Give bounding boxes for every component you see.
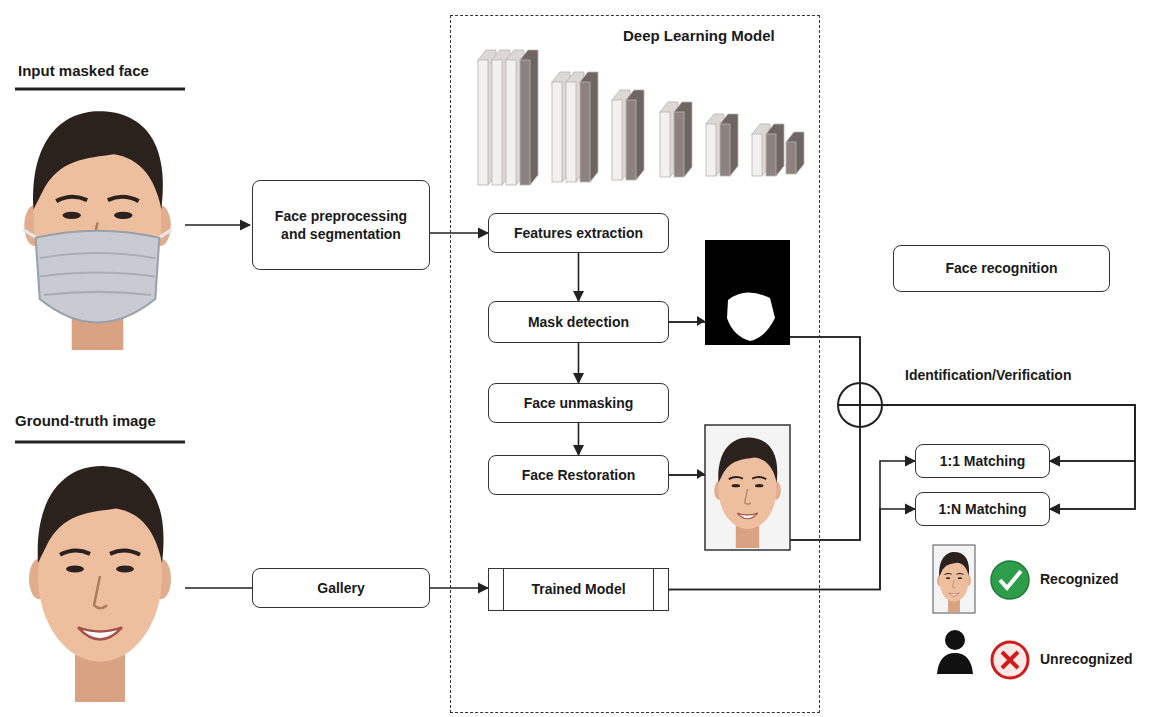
text-label: Identification/Verification — [905, 367, 1071, 383]
cnn-layers-part — [492, 60, 502, 185]
text-label: Recognized — [1040, 571, 1119, 587]
matching-box: 1:N Matching — [915, 492, 1050, 526]
cnn-layers-part — [752, 134, 762, 176]
restored-face-image-part — [714, 438, 781, 548]
mask-image-part — [727, 292, 775, 341]
cnn-layers-part — [478, 60, 488, 185]
box-label: Trained Model — [531, 580, 625, 598]
restored-face-image-part — [705, 425, 790, 550]
fusion-symbol-part — [838, 383, 882, 427]
check-icon-part — [991, 561, 1029, 599]
fusion-symbol — [838, 383, 882, 427]
cnn-layers-part — [674, 102, 692, 177]
connector-arrow — [578, 253, 580, 301]
text-label: Input masked face — [18, 62, 149, 79]
box-label: Face Restoration — [522, 466, 636, 484]
cnn-layers-part — [580, 72, 598, 182]
person-icon-part — [945, 630, 965, 650]
ground-truth-photo-part — [29, 466, 171, 702]
box-label: Face unmasking — [524, 394, 634, 412]
ground-truth-photo-part — [15, 441, 185, 444]
box-label: 1:N Matching — [939, 500, 1027, 518]
cnn-layers — [478, 50, 804, 185]
connector-arrow — [578, 423, 580, 455]
cnn-layers-part — [626, 90, 644, 180]
process-box: Mask detection — [488, 301, 669, 343]
box-label: Face preprocessing and segmentation — [263, 207, 419, 243]
ground-truth-photo-part — [78, 627, 122, 639]
cnn-layers-part — [720, 124, 730, 176]
box-label: Mask detection — [528, 313, 629, 331]
person-icon — [937, 630, 973, 674]
text-label: Unrecognized — [1040, 651, 1133, 667]
mask-image-part — [705, 240, 790, 345]
connector-arrow — [578, 343, 580, 383]
cnn-layers-part — [766, 124, 784, 176]
box-label: 1:1 Matching — [940, 452, 1026, 470]
connector-arrow — [430, 587, 488, 589]
region-title: Deep Learning Model — [623, 27, 775, 44]
connector-arrow — [430, 232, 488, 234]
cnn-layers-part — [506, 60, 516, 185]
mask-image — [697, 240, 790, 345]
masked-face-photo-part — [23, 230, 172, 323]
gallery-line — [185, 587, 252, 589]
person-icon-part — [937, 653, 973, 674]
recognized-thumbnail-part — [933, 545, 975, 613]
cnn-layers-part — [720, 114, 738, 176]
ground-truth-photo — [15, 442, 185, 702]
cross-icon-part — [1002, 652, 1018, 668]
cnn-layers-part — [786, 142, 796, 174]
cnn-layers-part — [612, 100, 622, 180]
restored-face-image-part — [737, 513, 758, 519]
text-label: Ground-truth image — [15, 412, 156, 429]
check-icon — [991, 561, 1029, 599]
cnn-layers-part — [674, 112, 684, 177]
model-region: Deep Learning ModelFeatures extractionMa… — [450, 15, 820, 713]
cross-icon — [992, 642, 1028, 678]
mask-image-part — [697, 316, 705, 326]
recognized-thumbnail-part — [937, 552, 971, 612]
fusion-symbol-part — [859, 383, 861, 427]
masked-face-photo-part — [15, 88, 185, 91]
process-box: Face Restoration — [488, 455, 669, 495]
cnn-layers-part — [786, 132, 804, 174]
cnn-layers-part — [520, 60, 530, 185]
restored-face-image — [697, 425, 790, 550]
box-label: Gallery — [317, 579, 364, 597]
masked-face-photo — [15, 89, 185, 350]
cnn-layers-part — [566, 82, 576, 182]
recognized-thumbnail-part — [949, 593, 959, 596]
cross-icon-part — [992, 642, 1028, 678]
gallery-box: Gallery — [252, 568, 430, 608]
cnn-layers-part — [766, 134, 776, 176]
process-box: Face preprocessing and segmentation — [252, 180, 430, 270]
cnn-layers-part — [706, 124, 716, 176]
process-box: Features extraction — [488, 213, 669, 253]
section-box: Face recognition — [893, 245, 1110, 292]
matching-box: 1:1 Matching — [915, 444, 1050, 478]
process-box: Face unmasking — [488, 383, 669, 423]
cnn-layers-part — [660, 112, 670, 177]
model-box: Trained Model — [488, 568, 669, 611]
cnn-layers-part — [552, 82, 562, 182]
check-icon-part — [1000, 571, 1021, 588]
restored-face-image-part — [697, 469, 705, 479]
cnn-layers-part — [580, 82, 590, 182]
cnn-layers-part — [626, 100, 636, 180]
box-label: Features extraction — [514, 224, 643, 242]
input-arrow — [185, 224, 250, 226]
box-label: Face recognition — [945, 259, 1057, 277]
recognized-thumbnail — [933, 545, 975, 613]
cnn-layers-part — [520, 50, 538, 185]
